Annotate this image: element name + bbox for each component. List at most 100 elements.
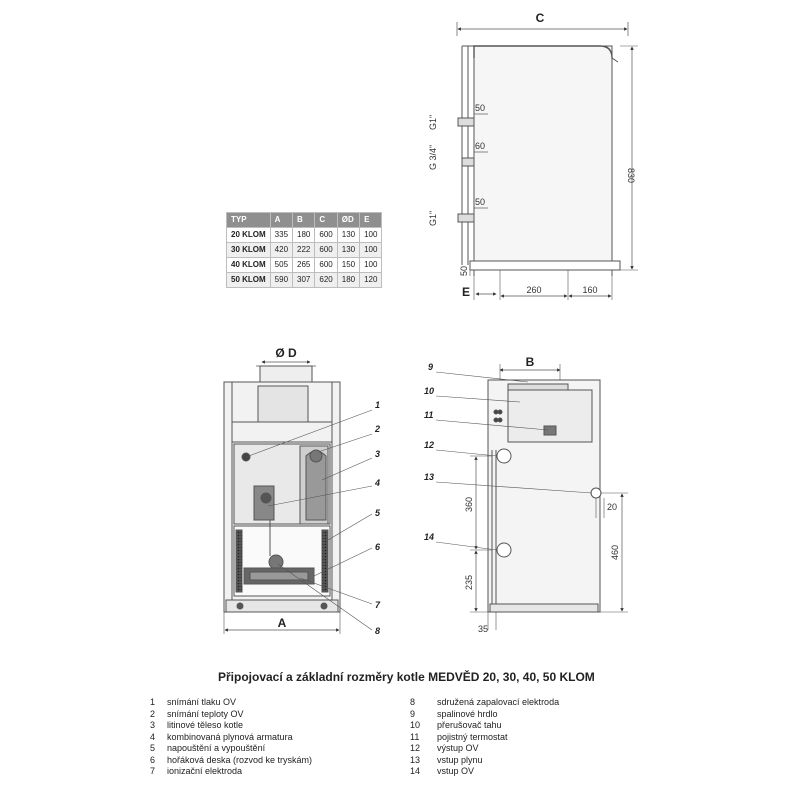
legend-number: 7 bbox=[150, 766, 156, 776]
part-no-9: 9 bbox=[428, 362, 433, 372]
table-cell: 600 bbox=[314, 242, 338, 258]
part-no-7: 7 bbox=[375, 600, 381, 610]
dim-c-label: C bbox=[536, 11, 545, 25]
legend-number: 1 bbox=[150, 697, 156, 707]
dim-low-50: 50 bbox=[475, 197, 485, 207]
dim-height-830: 830 bbox=[626, 168, 636, 183]
side-view bbox=[456, 22, 638, 300]
legend-item: 11 pojistný termostat bbox=[410, 732, 559, 744]
table-cell: 40 KLOM bbox=[226, 257, 271, 273]
part-no-14: 14 bbox=[424, 532, 434, 542]
legend-text: ionizační elektroda bbox=[167, 766, 243, 776]
rear-view bbox=[435, 364, 628, 630]
legend-number: 9 bbox=[410, 708, 416, 719]
table-cell: 505 bbox=[269, 257, 294, 273]
legend-number: 3 bbox=[150, 720, 156, 730]
dim-top-50: 50 bbox=[475, 103, 485, 113]
table-row: 40 KLOM 505 265 600 150 100 bbox=[226, 257, 383, 273]
table-cell: 600 bbox=[314, 227, 338, 243]
dim-back-20: 20 bbox=[607, 502, 617, 512]
dim-width-260: 260 bbox=[526, 285, 541, 295]
part-no-6: 6 bbox=[375, 542, 381, 552]
table-cell: 130 bbox=[336, 227, 361, 243]
legend-number: 11 bbox=[410, 731, 420, 742]
table-cell: 420 bbox=[269, 242, 294, 258]
table-cell: 120 bbox=[359, 272, 383, 288]
thread-g34: G 3/4" bbox=[428, 145, 438, 170]
legend-text: pojistný termostat bbox=[437, 731, 508, 742]
table-cell: 100 bbox=[359, 257, 383, 273]
dim-base-50: 50 bbox=[459, 266, 469, 276]
front-view bbox=[223, 360, 373, 634]
table-cell: 335 bbox=[269, 227, 294, 243]
table-header-row: TYP A B C ØD E bbox=[226, 212, 383, 228]
table-cell: 307 bbox=[292, 272, 316, 288]
thread-g1-top: G1" bbox=[428, 115, 438, 130]
table-cell: 130 bbox=[336, 242, 361, 258]
table-cell: 150 bbox=[336, 257, 361, 273]
legend-text: sdružená zapalovací elektroda bbox=[437, 697, 560, 707]
legend-text: hořáková deska (rozvod ke tryskám) bbox=[167, 754, 313, 765]
table-cell: 30 KLOM bbox=[226, 242, 271, 258]
table-cell: 590 bbox=[269, 272, 294, 288]
table-row: 30 KLOM 420 222 600 130 100 bbox=[226, 242, 383, 258]
legend-text: snímání teploty OV bbox=[167, 708, 244, 719]
dim-back-360: 360 bbox=[464, 497, 474, 512]
part-no-13: 13 bbox=[424, 472, 434, 482]
legend-text: kombinovaná plynová armatura bbox=[167, 731, 293, 742]
thread-g1-low: G1" bbox=[428, 211, 438, 226]
legend-number: 13 bbox=[410, 754, 421, 765]
table-header-cell: E bbox=[359, 212, 383, 228]
table-header-cell: A bbox=[269, 212, 294, 228]
table-cell: 620 bbox=[314, 272, 338, 288]
part-no-1: 1 bbox=[375, 400, 380, 410]
table-cell: 265 bbox=[292, 257, 316, 273]
legend-text: výstup OV bbox=[437, 743, 479, 753]
legend-number: 2 bbox=[150, 708, 156, 719]
table-header-cell: TYP bbox=[226, 212, 271, 228]
part-no-3: 3 bbox=[375, 449, 380, 459]
legend-text: přerušovač tahu bbox=[437, 720, 502, 730]
legend-item: 10 přerušovač tahu bbox=[410, 720, 559, 732]
legend-number: 12 bbox=[410, 743, 421, 753]
legend-number: 6 bbox=[150, 754, 156, 765]
part-no-11: 11 bbox=[424, 410, 433, 420]
legend-text: vstup plynu bbox=[437, 754, 483, 765]
legend-item: 2 snímání teploty OV bbox=[150, 709, 312, 721]
table-cell: 222 bbox=[292, 242, 316, 258]
legend-item: 12 výstup OV bbox=[410, 743, 559, 755]
legend-item: 4 kombinovaná plynová armatura bbox=[150, 732, 312, 744]
dim-b-label: B bbox=[526, 355, 535, 369]
legend-item: 7 ionizační elektroda bbox=[150, 766, 312, 778]
legend-number: 10 bbox=[410, 720, 421, 730]
part-no-5: 5 bbox=[375, 508, 381, 518]
table-header-cell: C bbox=[314, 212, 338, 228]
part-no-4: 4 bbox=[374, 478, 380, 488]
table-row: 20 KLOM 335 180 600 130 100 bbox=[226, 227, 383, 243]
table-cell: 180 bbox=[336, 272, 361, 288]
legend-number: 4 bbox=[150, 731, 156, 742]
dim-e-label: E bbox=[462, 285, 470, 299]
drawing-title: Připojovací a základní rozměry kotle MED… bbox=[218, 670, 595, 684]
table-row: 50 KLOM 590 307 620 180 120 bbox=[226, 272, 383, 288]
table-header-cell: ØD bbox=[336, 212, 361, 228]
legend-item: 6 hořáková deska (rozvod ke tryskám) bbox=[150, 755, 312, 767]
table-cell: 600 bbox=[314, 257, 338, 273]
legend-item: 13 vstup plynu bbox=[410, 755, 559, 767]
legend-text: snímání tlaku OV bbox=[167, 697, 237, 707]
dim-back-235: 235 bbox=[464, 575, 474, 590]
dim-back-35: 35 bbox=[478, 624, 488, 634]
dim-a-label: A bbox=[278, 616, 287, 630]
legend-text: napouštění a vypouštění bbox=[167, 743, 266, 753]
table-header-cell: B bbox=[292, 212, 316, 228]
table-cell: 20 KLOM bbox=[226, 227, 271, 243]
table-cell: 100 bbox=[359, 227, 383, 243]
legend-item: 1 snímání tlaku OV bbox=[150, 697, 312, 709]
dim-width-160: 160 bbox=[582, 285, 597, 295]
